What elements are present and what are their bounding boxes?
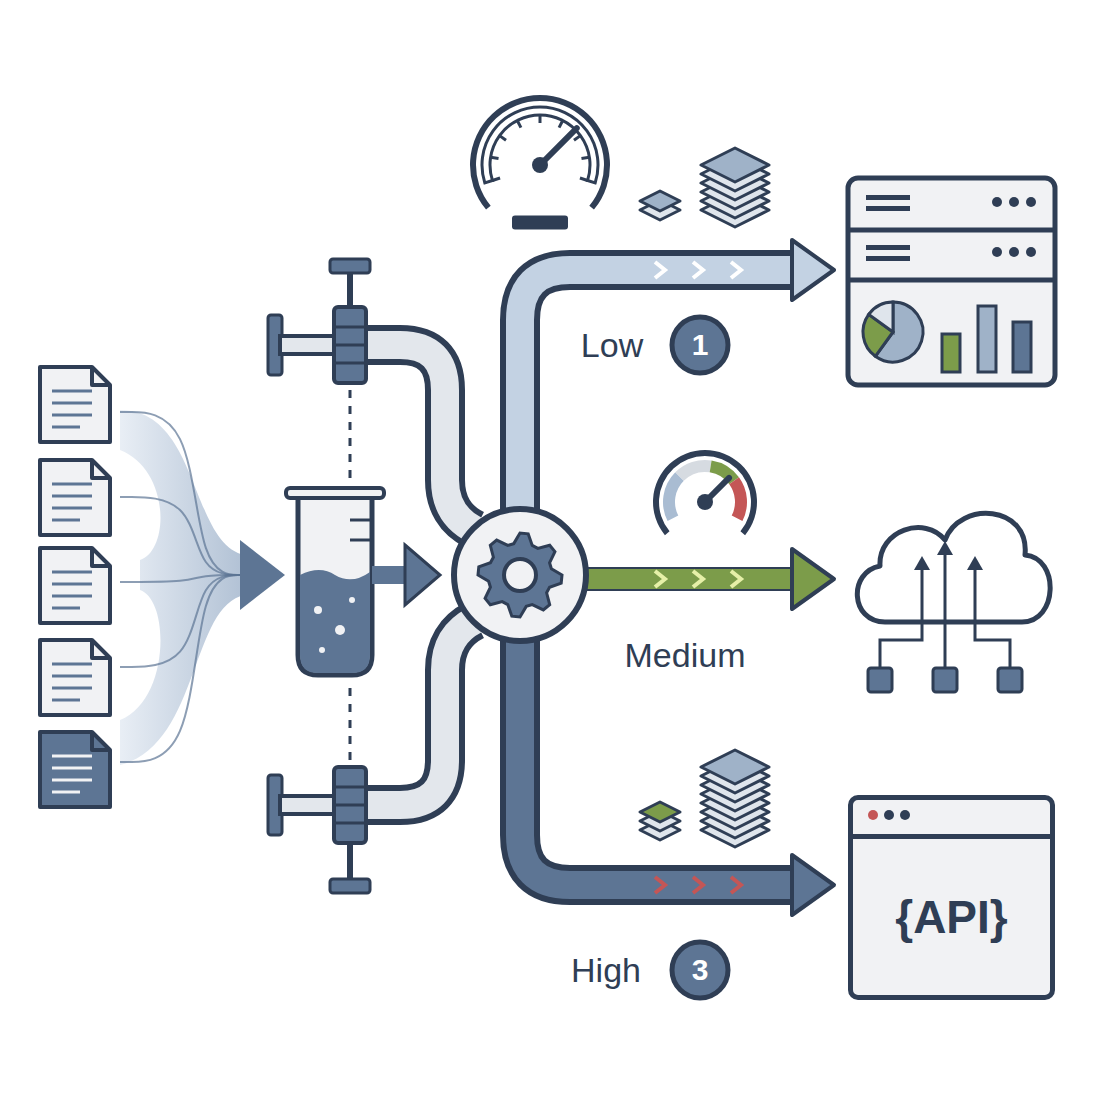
document-icon (40, 548, 110, 623)
beaker-arrowhead (405, 545, 440, 605)
route-arrowhead (792, 855, 834, 915)
callout-circle (672, 317, 728, 373)
speed-gauge (653, 450, 757, 535)
callout-number-text: 3 (692, 953, 709, 986)
flow-chevron (655, 262, 665, 278)
api-window: {API} (848, 795, 1055, 1000)
flow-chevron (693, 571, 703, 587)
document-icon (40, 640, 110, 715)
route-label: Low (581, 328, 643, 362)
flow-line (120, 575, 245, 762)
filter-beaker (286, 488, 384, 675)
callout-number-text: 1 (692, 328, 709, 361)
route-arrowhead (792, 240, 834, 300)
route-arrowhead (792, 549, 834, 609)
high-route-pipe (520, 630, 795, 885)
document-icon (40, 460, 110, 535)
route-label: High (571, 953, 641, 987)
valve-pipe (360, 620, 475, 805)
window-dots (853, 800, 933, 830)
flow-chevron (731, 877, 741, 893)
route-label-text: Medium (625, 636, 746, 674)
valve-pipe-outline (360, 345, 475, 530)
valve (268, 680, 370, 893)
flow-chevron (731, 262, 741, 278)
medium-route-bar (580, 568, 800, 590)
route-label-text: Low (581, 326, 643, 364)
dashboard-panel (848, 178, 1055, 385)
flow-chevron (655, 877, 665, 893)
callout-number: 1 (692, 330, 709, 360)
flow-chevron (693, 262, 703, 278)
data-stack (640, 191, 680, 220)
api-text: {API} (853, 890, 1050, 944)
flow-chevron (655, 571, 665, 587)
flow-line (120, 497, 245, 575)
route-label: Medium (625, 638, 746, 672)
gear-hub (454, 509, 586, 641)
valve-pipe-outline (360, 620, 475, 805)
flow-line (120, 575, 245, 667)
cloud-icon (857, 513, 1050, 692)
valve-pipe (360, 345, 475, 530)
data-stack (640, 802, 680, 840)
flow-line (120, 412, 245, 575)
flow-chevron (731, 571, 741, 587)
callout-circle (672, 942, 728, 998)
flow-chevron (693, 877, 703, 893)
data-stack (701, 148, 769, 227)
window-title-bar (853, 800, 1050, 839)
document-icon (40, 367, 110, 442)
high-route-pipe-outline (520, 630, 795, 885)
document-icon (40, 732, 110, 807)
data-stack (701, 750, 769, 847)
flow-arrowhead (240, 540, 285, 610)
document-flow (120, 410, 245, 765)
callout-number: 3 (692, 955, 709, 985)
route-label-text: High (571, 951, 641, 989)
speed-gauge (470, 95, 610, 229)
valve (268, 259, 370, 482)
